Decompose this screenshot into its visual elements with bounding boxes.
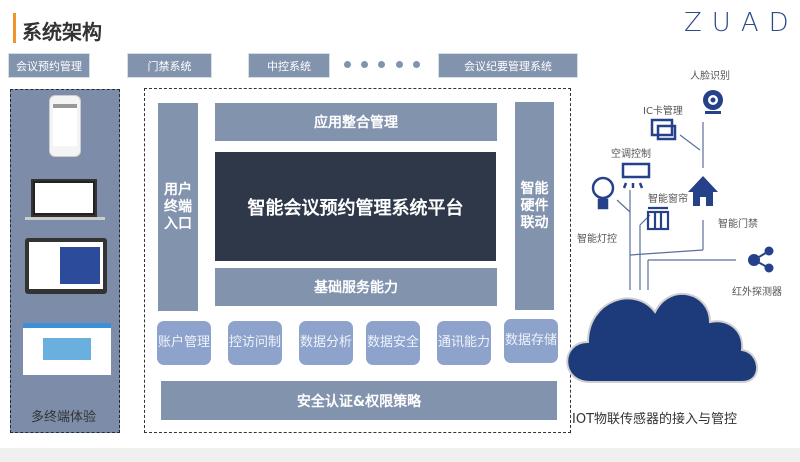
module-line: 数据 bbox=[299, 335, 326, 350]
ic-card-icon bbox=[650, 118, 677, 141]
cloud-icon bbox=[566, 293, 758, 383]
platform-container bbox=[144, 88, 571, 433]
ellipsis-dot bbox=[361, 61, 368, 68]
module-line: 问制 bbox=[255, 335, 282, 350]
hardware-linkage: 智能硬件联动 bbox=[515, 102, 554, 310]
system-meeting-booking[interactable]: 会议预约管理 bbox=[8, 53, 90, 78]
module-data-storage: 数据存储 bbox=[504, 319, 558, 363]
curtain-icon bbox=[646, 206, 670, 231]
module-line: 数据 bbox=[504, 333, 531, 348]
logo: ZUAD bbox=[684, 8, 799, 38]
label-smart-door: 智能门禁 bbox=[718, 219, 758, 230]
label-smart-curtain: 智能窗帘 bbox=[648, 194, 688, 205]
ellipsis-dot bbox=[396, 61, 403, 68]
hardware-linkage-label: 智能硬件联动 bbox=[520, 180, 549, 231]
title-accent-bar bbox=[13, 13, 16, 43]
module-data-security: 数据安全 bbox=[366, 321, 420, 365]
module-line: 分析 bbox=[326, 335, 353, 350]
phone-device-icon bbox=[49, 95, 81, 157]
house-icon bbox=[688, 176, 718, 206]
module-line: 数据 bbox=[366, 335, 393, 350]
iot-label: IOT物联传感器的接入与管控 bbox=[572, 412, 738, 427]
module-line: 管理 bbox=[184, 335, 211, 350]
user-terminal-entry: 用户终端入口 bbox=[158, 103, 198, 311]
system-access-control[interactable]: 门禁系统 bbox=[127, 53, 212, 78]
iot-diagram bbox=[566, 90, 774, 383]
module-account: 账户管理 bbox=[157, 321, 211, 365]
module-line: 存储 bbox=[531, 333, 558, 348]
user-terminal-entry-label: 用户终端入口 bbox=[164, 181, 192, 232]
module-communication: 通讯能力 bbox=[437, 321, 491, 365]
module-line: 安全 bbox=[393, 335, 420, 350]
label-smart-light: 智能灯控 bbox=[577, 234, 617, 245]
laptop-base bbox=[25, 217, 105, 220]
module-line: 控访 bbox=[228, 335, 255, 350]
ellipsis-dot bbox=[378, 61, 385, 68]
share-sensor-icon bbox=[748, 246, 774, 273]
module-access: 控访问制 bbox=[228, 321, 282, 365]
security-policy-bar: 安全认证&权限策略 bbox=[161, 381, 557, 420]
tablet-device-icon bbox=[25, 238, 107, 294]
module-line: 能力 bbox=[464, 335, 491, 350]
multi-terminal-label: 多终端体验 bbox=[31, 410, 97, 425]
desktop-app-screenshot bbox=[23, 323, 111, 375]
camera-icon bbox=[703, 90, 723, 114]
app-integration-bar: 应用整合管理 bbox=[215, 103, 497, 141]
basic-service-bar: 基础服务能力 bbox=[215, 268, 497, 306]
laptop-device-icon bbox=[31, 179, 97, 217]
label-air-conditioner: 空调控制 bbox=[611, 149, 651, 160]
module-line: 账户 bbox=[157, 335, 184, 350]
system-meeting-minutes[interactable]: 会议纪要管理系统 bbox=[438, 53, 578, 78]
ellipsis-dot bbox=[413, 61, 420, 68]
label-infrared-detector: 红外探测器 bbox=[732, 287, 782, 298]
connector-lines bbox=[616, 122, 736, 290]
page-title: 系统架构 bbox=[22, 20, 102, 44]
air-conditioner-icon bbox=[621, 162, 651, 189]
footer-strip bbox=[0, 448, 800, 462]
multi-terminal-panel: 多终端体验 bbox=[10, 89, 120, 433]
label-ic-card: IC卡管理 bbox=[643, 106, 683, 117]
light-bulb-icon bbox=[591, 176, 615, 210]
label-face-recognition: 人脸识别 bbox=[690, 71, 730, 82]
core-platform: 智能会议预约管理系统平台 bbox=[215, 152, 496, 261]
ellipsis-dot bbox=[344, 61, 351, 68]
module-line: 通讯 bbox=[437, 335, 464, 350]
system-central-control[interactable]: 中控系统 bbox=[248, 53, 330, 78]
module-data-analysis: 数据分析 bbox=[299, 321, 353, 365]
